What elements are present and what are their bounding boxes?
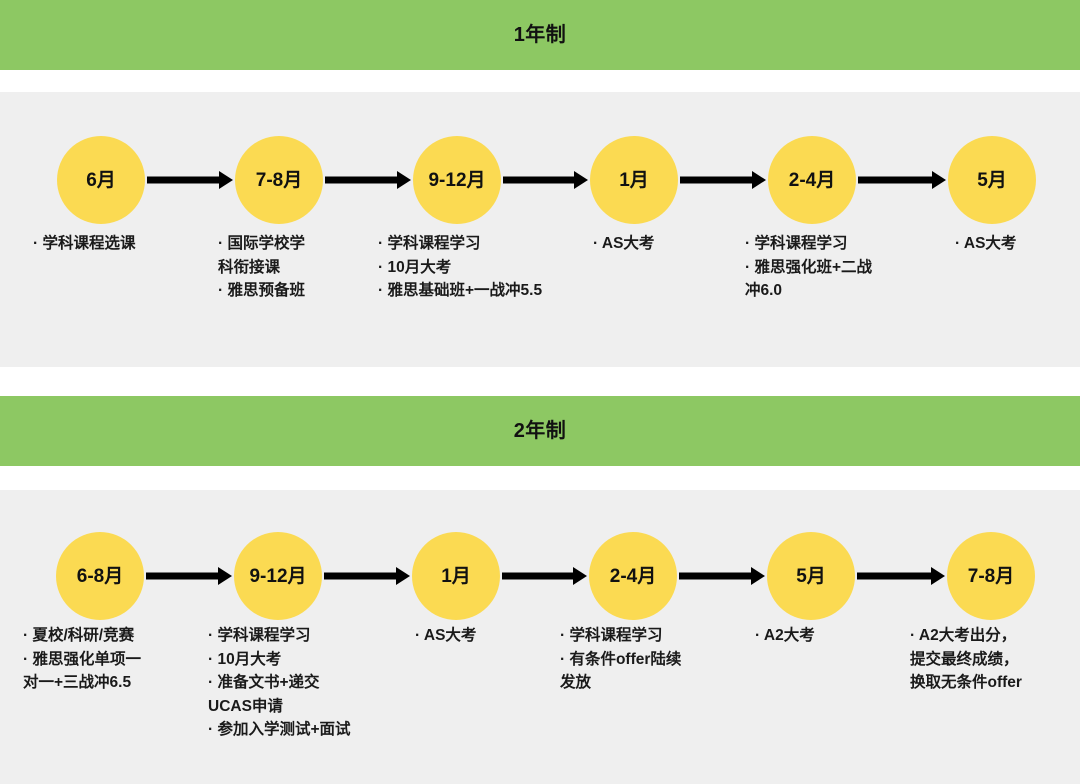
timeline-notes-2-2: · 学科课程学习 · 10月大考 · 准备文书+递交 UCAS申请 · 参加入学测试+面… — [208, 624, 408, 742]
note-line: · A2大考 — [755, 627, 815, 644]
timeline-node-1-5[interactable]: 2-4月 — [768, 136, 856, 224]
timeline-node-label: 1月 — [441, 565, 471, 587]
timeline-node-1-6[interactable]: 5月 — [948, 136, 1036, 224]
arrow-right-icon — [679, 565, 765, 587]
note-line: · 有条件offer陆续 — [560, 650, 682, 668]
timeline-node-label: 6月 — [86, 169, 116, 191]
timeline-notes-1-3: · 学科课程学习 · 10月大考 · 雅思基础班+一战冲5.5 — [378, 232, 593, 303]
note-line: · 雅思预备班 — [218, 282, 305, 300]
timeline-notes-1-1: · 学科课程选课 — [33, 232, 208, 256]
note-line: · AS大考 — [955, 235, 1017, 252]
note-line: · 雅思基础班+一战冲5.5 — [378, 282, 543, 300]
section-title: 1年制 — [513, 24, 567, 46]
timeline-notes-2-5: · A2大考 — [755, 624, 895, 648]
note-line: · 雅思强化班+二战 — [745, 258, 873, 276]
timeline-node-1-1[interactable]: 6月 — [57, 136, 145, 224]
timeline-node-2-5[interactable]: 5月 — [767, 532, 855, 620]
note-line: 科衔接课 — [218, 258, 281, 276]
timeline-panel-2 — [0, 490, 1080, 784]
note-line: · A2大考出分， — [910, 627, 1017, 644]
timeline-notes-2-4: · 学科课程学习 · 有条件offer陆续发放 — [560, 624, 745, 695]
timeline-node-1-3[interactable]: 9-12月 — [413, 136, 501, 224]
note-line: · 学科课程学习 — [745, 235, 848, 252]
section-title: 2年制 — [513, 420, 567, 442]
arrow-right-icon — [502, 565, 587, 587]
arrow-right-icon — [146, 565, 232, 587]
note-line: · 参加入学测试+面试 — [208, 721, 351, 739]
timeline-node-label: 9-12月 — [428, 169, 486, 191]
timeline-notes-2-6: · A2大考出分， 提交最终成绩， 换取无条件offer — [910, 624, 1080, 695]
note-line: 对一+三战冲6.5 — [23, 674, 132, 692]
timeline-node-label: 7-8月 — [255, 169, 303, 191]
section-header-band-1: 1年制 — [0, 0, 1080, 70]
timeline-notes-1-5: · 学科课程学习 · 雅思强化班+二战冲6.0 — [745, 232, 935, 303]
arrow-right-icon — [857, 565, 945, 587]
timeline-node-2-1[interactable]: 6-8月 — [56, 532, 144, 620]
note-line: 冲6.0 — [745, 282, 783, 300]
note-line: · 国际学校学 — [218, 235, 305, 252]
note-line: · 夏校/科研/竞赛 — [23, 627, 135, 644]
note-line: · 学科课程学习 — [560, 627, 663, 644]
note-line: · 学科课程学习 — [208, 627, 311, 644]
timeline-node-label: 6-8月 — [76, 565, 124, 587]
note-line: · 准备文书+递交 — [208, 674, 320, 692]
timeline-notes-1-4: · AS大考 — [593, 232, 743, 256]
arrow-right-icon — [147, 169, 233, 191]
arrow-right-icon — [858, 169, 946, 191]
timeline-node-2-2[interactable]: 9-12月 — [234, 532, 322, 620]
note-line: 换取无条件offer — [910, 674, 1022, 692]
arrow-right-icon — [680, 169, 766, 191]
timeline-notes-1-6: · AS大考 — [955, 232, 1080, 256]
timeline-notes-2-1: · 夏校/科研/竞赛 · 雅思强化单项一对一+三战冲6.5 — [23, 624, 203, 695]
timeline-node-2-6[interactable]: 7-8月 — [947, 532, 1035, 620]
timeline-node-label: 1月 — [619, 169, 649, 191]
note-line: 提交最终成绩， — [910, 650, 1019, 668]
note-line: · 10月大考 — [378, 258, 452, 276]
timeline-notes-1-2: · 国际学校学科衔接课 · 雅思预备班 — [218, 232, 368, 303]
note-line: · 学科课程选课 — [33, 235, 136, 252]
timeline-node-1-2[interactable]: 7-8月 — [235, 136, 323, 224]
timeline-panel-1 — [0, 92, 1080, 367]
timeline-node-label: 7-8月 — [967, 565, 1015, 587]
note-line: · AS大考 — [415, 627, 477, 644]
timeline-node-label: 5月 — [977, 169, 1007, 191]
note-line: · 10月大考 — [208, 650, 282, 668]
timeline-node-label: 2-4月 — [788, 169, 836, 191]
note-line: UCAS申请 — [208, 697, 283, 715]
note-line: 发放 — [560, 674, 592, 692]
arrow-right-icon — [324, 565, 410, 587]
arrow-right-icon — [325, 169, 411, 191]
section-header-band-2: 2年制 — [0, 396, 1080, 466]
timeline-node-2-3[interactable]: 1月 — [412, 532, 500, 620]
timeline-node-label: 5月 — [796, 565, 826, 587]
note-line: · 雅思强化单项一 — [23, 650, 141, 668]
timeline-notes-2-3: · AS大考 — [415, 624, 555, 648]
timeline-node-2-4[interactable]: 2-4月 — [589, 532, 677, 620]
timeline-node-label: 9-12月 — [249, 565, 307, 587]
note-line: · 学科课程学习 — [378, 235, 481, 252]
arrow-right-icon — [503, 169, 588, 191]
timeline-node-1-4[interactable]: 1月 — [590, 136, 678, 224]
note-line: · AS大考 — [593, 235, 655, 252]
timeline-node-label: 2-4月 — [609, 565, 657, 587]
